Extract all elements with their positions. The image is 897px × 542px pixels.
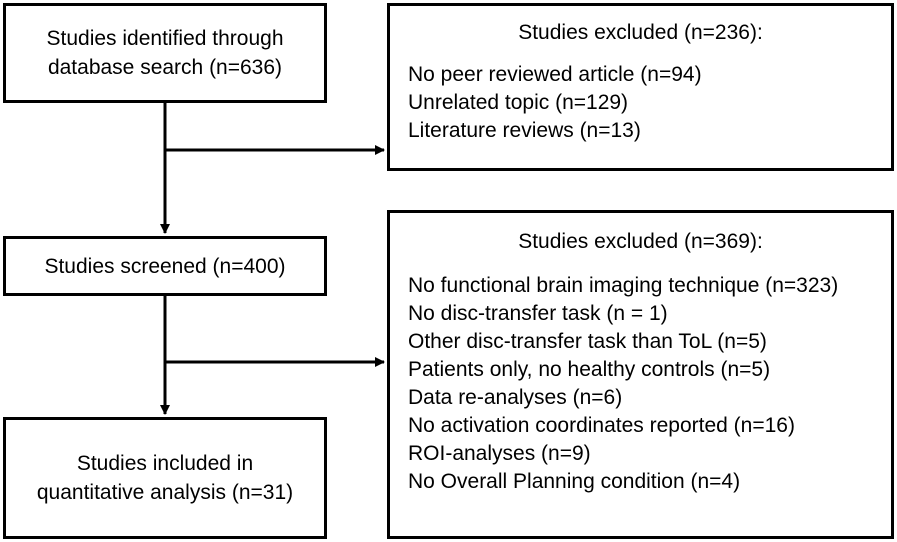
excluded-second-item: No Overall Planning condition (n=4) <box>408 470 741 493</box>
excluded-second-item: No activation coordinates reported (n=16… <box>408 414 795 437</box>
identified-line-1: Studies identified through <box>46 27 284 50</box>
excluded-first-item: No peer reviewed article (n=94) <box>408 63 702 86</box>
excluded-first-heading: Studies excluded (n=236): <box>518 21 763 44</box>
excluded-second-box: Studies excluded (n=369): No functional … <box>387 210 894 539</box>
identified-line-2: database search (n=636) <box>47 56 283 79</box>
excluded-first-item: Unrelated topic (n=129) <box>408 91 629 114</box>
excluded-second-item: ROI-analyses (n=9) <box>408 442 591 465</box>
excluded-second-item: No functional brain imaging technique (n… <box>408 274 839 297</box>
excluded-first-box: Studies excluded (n=236): No peer review… <box>387 3 894 171</box>
identified-box: Studies identified through database sear… <box>3 3 327 103</box>
excluded-first-list: No peer reviewed article (n=94) Unrelate… <box>408 61 891 145</box>
excluded-second-heading: Studies excluded (n=369): <box>518 230 763 253</box>
excluded-second-item: Other disc-transfer task than ToL (n=5) <box>408 330 767 353</box>
excluded-first-item: Literature reviews (n=13) <box>408 119 641 142</box>
excluded-second-item: Data re-analyses (n=6) <box>408 386 623 409</box>
excluded-second-list: No functional brain imaging technique (n… <box>408 272 891 496</box>
excluded-second-item: Patients only, no healthy controls (n=5) <box>408 358 771 381</box>
screened-box: Studies screened (n=400) <box>3 236 327 296</box>
excluded-second-item: No disc-transfer task (n = 1) <box>408 302 668 325</box>
screened-label: Studies screened (n=400) <box>44 254 286 278</box>
included-box: Studies included in quantitative analysi… <box>3 417 327 539</box>
included-line-1: Studies included in <box>76 452 254 475</box>
included-line-2: quantitative analysis (n=31) <box>36 481 294 504</box>
